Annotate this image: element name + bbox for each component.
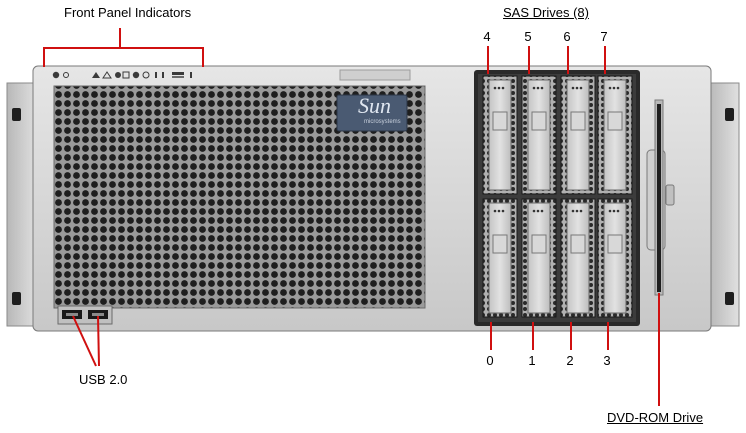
drive-bay-0 <box>482 198 518 318</box>
drive-number-4: 4 <box>483 29 491 44</box>
drive-bay-4 <box>482 75 518 195</box>
drive-0-callout <box>490 322 492 350</box>
dvd-callout <box>658 293 660 406</box>
sun-logo-subtext: microsystems <box>364 119 401 125</box>
drive-number-7: 7 <box>600 29 608 44</box>
sun-logo-text: Sun <box>358 93 391 118</box>
drive-7-callout <box>604 46 606 74</box>
sas-drives-label: SAS Drives (8) <box>503 5 589 20</box>
drive-4-callout <box>487 46 489 74</box>
rack-ear-right <box>708 82 740 327</box>
drive-number-6: 6 <box>563 29 571 44</box>
drive-number-5: 5 <box>524 29 532 44</box>
rack-ear-left <box>6 82 38 327</box>
drive-1-callout <box>532 322 534 350</box>
usb-label: USB 2.0 <box>79 372 128 387</box>
drive-number-2: 2 <box>566 353 574 368</box>
dvd-rom-label: DVD-ROM Drive <box>607 410 704 425</box>
drive-5-callout <box>528 46 530 74</box>
drive-2-callout <box>570 322 572 350</box>
drive-bay-2 <box>560 198 596 318</box>
front-panel-indicators-label: Front Panel Indicators <box>64 5 192 20</box>
drive-bay-1 <box>521 198 557 318</box>
drive-number-0: 0 <box>486 353 494 368</box>
drive-6-callout <box>567 46 569 74</box>
front-panel-bracket-left <box>43 47 45 67</box>
front-panel-indicators <box>52 69 411 81</box>
front-panel-bracket-top <box>43 47 204 49</box>
drive-bay-7 <box>597 75 633 195</box>
drive-bay-5 <box>521 75 557 195</box>
drive-bay-3 <box>597 198 633 318</box>
drive-number-1: 1 <box>528 353 536 368</box>
front-panel-bracket-right <box>202 47 204 67</box>
front-panel-bracket-stem <box>119 28 121 48</box>
sun-logo <box>336 94 408 132</box>
drive-number-3: 3 <box>603 353 611 368</box>
drive-bay-6 <box>560 75 596 195</box>
drive-3-callout <box>607 322 609 350</box>
